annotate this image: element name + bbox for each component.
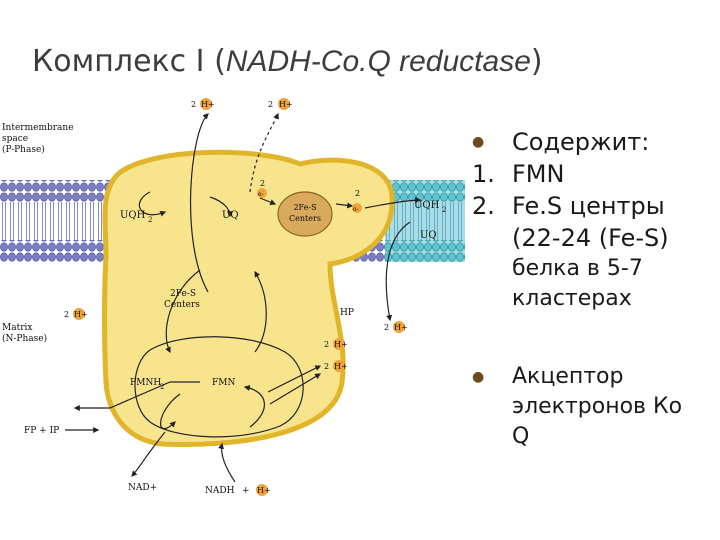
- bullet-contains: ● Содержит:: [468, 126, 718, 158]
- bullet-acceptor-cont-2: Q: [468, 422, 718, 452]
- nadh-plus-sign: +: [242, 486, 250, 496]
- list-item-fes-line-4: кластерах: [512, 286, 632, 311]
- proton-markers: [73, 98, 405, 496]
- list-marker-2: 2.: [472, 192, 495, 220]
- h-top-right: H+: [279, 100, 293, 109]
- fmnh2-sub: 2: [160, 383, 164, 391]
- slide-title: Комплекс I (NADH-Co.Q reductase): [32, 44, 543, 84]
- list-item-fes-cont-3: кластерах: [468, 284, 718, 314]
- uqh2-left: UQH: [120, 210, 146, 221]
- fmn-label: FMN: [212, 378, 235, 388]
- h-count-mid1: 2: [324, 340, 329, 349]
- h-right: H+: [394, 323, 408, 332]
- fes-lower-label-2: Centers: [164, 300, 200, 310]
- intermembrane-label-2: space: [2, 134, 28, 144]
- uqh2-left-sub: 2: [148, 216, 152, 224]
- hp-label: HP: [340, 308, 354, 318]
- matrix-label-1: Matrix: [2, 323, 32, 333]
- matrix-label-2: (N-Phase): [2, 333, 47, 344]
- electron-left: e-: [258, 191, 264, 198]
- title-close: ): [530, 44, 543, 79]
- list-item-fmn: 1. FMN: [468, 158, 718, 190]
- e-count-left: 2: [260, 179, 265, 188]
- electron-right: e-: [353, 206, 359, 213]
- bullet-contains-text: Содержит:: [512, 128, 650, 156]
- list-marker-1: 1.: [472, 160, 495, 188]
- complex-i-diagram: 2Fe-S Centers: [0, 98, 465, 496]
- list-item-fes-line-1: Fe.S центры: [512, 192, 665, 220]
- diagram-arrows: [65, 112, 422, 483]
- slide-text: ● Содержит: 1. FMN 2. Fe.S центры (22-24…: [468, 126, 718, 452]
- complex-protein: [102, 149, 395, 447]
- bullet-acceptor-line-1: Акцептор: [512, 364, 624, 389]
- list-item-fes-cont-2: белка в 5-7: [468, 254, 718, 284]
- e-count-right: 2: [355, 189, 360, 198]
- list-item-fes-line-3: белка в 5-7: [512, 256, 643, 281]
- fes-lower-label-1: 2Fe-S: [170, 289, 196, 299]
- bullet-acceptor-line-2: электронов Ко: [512, 394, 683, 419]
- h-mid1: H+: [334, 340, 348, 349]
- bullet-acceptor: ● Акцептор: [468, 362, 718, 392]
- intermembrane-label-3: (P-Phase): [2, 144, 45, 155]
- fmnh2-label: FMNH: [130, 378, 161, 388]
- proton-labels: 2 H+ 2 H+ 2 H+ 2 H+ 2 H+ 2 H+ H+ e- e- 2…: [64, 100, 408, 495]
- h-top-left: H+: [201, 100, 215, 109]
- bullet-dot-icon: ●: [472, 134, 485, 150]
- h-mid2: H+: [334, 362, 348, 371]
- uq-right: UQ: [420, 230, 437, 241]
- uqh2-right: UQH: [414, 200, 440, 211]
- nadh-label: NADH: [205, 486, 235, 496]
- nad-plus-label: NAD+: [128, 483, 157, 493]
- fp-ip-label: FP + IP: [24, 426, 59, 436]
- list-item-fes-line-2: (22-24 (Fe-S): [512, 224, 669, 252]
- h-count-right: 2: [384, 323, 389, 332]
- h-nadh: H+: [257, 486, 271, 495]
- fes-center-label-2: Centers: [289, 214, 321, 223]
- list-item-fmn-text: FMN: [512, 160, 565, 188]
- h-count-top-right: 2: [268, 100, 273, 109]
- h-count-top-left: 2: [191, 100, 196, 109]
- fes-center-label-1: 2Fe-S: [293, 203, 316, 212]
- title-plain: Комплекс I (: [32, 44, 226, 79]
- h-count-mid2: 2: [324, 362, 329, 371]
- h-matrix: H+: [74, 310, 88, 319]
- uq-left: UQ: [222, 210, 239, 221]
- intermembrane-label-1: Intermembrane: [2, 123, 74, 133]
- list-item-fes-cont: (22-24 (Fe-S): [468, 222, 718, 254]
- list-item-fes: 2. Fe.S центры: [468, 190, 718, 222]
- h-count-matrix: 2: [64, 310, 69, 319]
- title-italic: NADH-Co.Q reductase: [225, 45, 531, 78]
- bullet-acceptor-line-3: Q: [512, 424, 530, 449]
- bullet-acceptor-cont: электронов Ко: [468, 392, 718, 422]
- uqh2-right-sub: 2: [442, 206, 446, 214]
- bullet-dot-icon: ●: [472, 369, 485, 385]
- fes-centers-membrane: [277, 191, 333, 237]
